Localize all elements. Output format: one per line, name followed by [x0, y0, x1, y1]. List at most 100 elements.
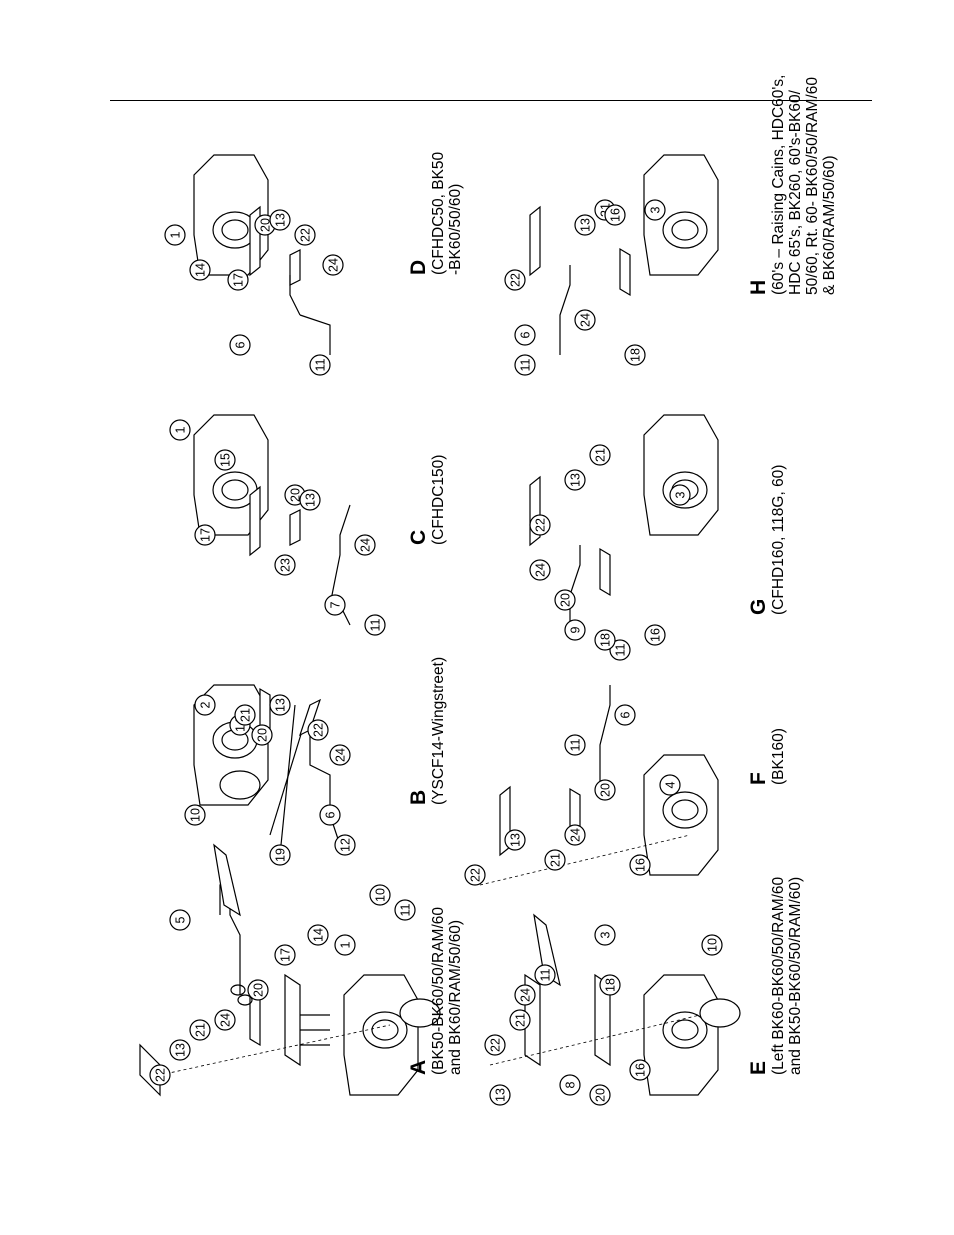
- view-a: [139, 843, 441, 1097]
- callout-number: 18: [629, 348, 643, 362]
- callout-c-13: 13: [299, 489, 321, 511]
- callout-b-10: 10: [184, 804, 206, 826]
- valve-body-a: [343, 974, 419, 1096]
- callout-e-10: 10: [701, 934, 723, 956]
- callout-number: 13: [579, 218, 593, 232]
- callout-number: 24: [359, 538, 373, 552]
- callout-a-17: 17: [274, 944, 296, 966]
- view-h: [529, 154, 719, 355]
- view-caption-b-line: (YSCF14-Wingstreet): [430, 657, 447, 805]
- callout-number: 22: [312, 723, 326, 737]
- callout-number: 13: [274, 698, 288, 712]
- callout-g-21: 21: [589, 444, 611, 466]
- callout-number: 1: [169, 231, 183, 238]
- valve-body-f: [643, 754, 719, 876]
- view-caption-d-line: -BK60/50/60): [447, 184, 464, 275]
- callout-number: 3: [599, 931, 613, 938]
- callout-f-22: 22: [464, 864, 486, 886]
- callout-g-13: 13: [564, 469, 586, 491]
- callout-number: 20: [256, 728, 270, 742]
- view-letter-f: F: [747, 772, 770, 785]
- callout-number: 20: [599, 783, 613, 797]
- callout-d-13: 13: [269, 209, 291, 231]
- callout-number: 21: [514, 1013, 528, 1027]
- view-caption-h-line: 50/60, Rt. 60- BK60/50/RAM/60: [804, 77, 821, 295]
- callout-number: 16: [609, 208, 623, 222]
- callout-number: 1: [339, 941, 353, 948]
- view-caption-a-line: and BK60/RAM/50/60): [447, 920, 464, 1075]
- callout-h-24: 24: [574, 309, 596, 331]
- callout-e-24: 24: [514, 984, 536, 1006]
- callout-g-3: 3: [669, 484, 691, 506]
- callout-c-11: 11: [364, 614, 386, 636]
- callout-a-21: 21: [189, 1019, 211, 1041]
- callout-f-13: 13: [504, 829, 526, 851]
- callout-number: 10: [374, 888, 388, 902]
- valve-body-g: [643, 414, 719, 536]
- callout-number: 4: [664, 781, 678, 788]
- callout-d-14: 14: [189, 259, 211, 281]
- callout-d-6: 6: [229, 334, 251, 356]
- callout-e-3: 3: [594, 924, 616, 946]
- callout-number: 17: [279, 948, 293, 962]
- callout-number: 20: [559, 593, 573, 607]
- callout-number: 13: [509, 833, 523, 847]
- callout-number: 12: [339, 838, 353, 852]
- callout-e-8: 8: [559, 1074, 581, 1096]
- callout-number: 21: [239, 708, 253, 722]
- callout-number: 15: [219, 453, 233, 467]
- callout-g-22: 22: [529, 514, 551, 536]
- callout-e-16: 16: [629, 1059, 651, 1081]
- callout-number: 17: [199, 528, 213, 542]
- callout-b-20: 20: [251, 724, 273, 746]
- view-letter-g: G: [747, 599, 770, 615]
- callout-number: 1: [174, 426, 188, 433]
- callout-number: 22: [509, 273, 523, 287]
- callout-b-13: 13: [269, 694, 291, 716]
- callout-c-15: 15: [214, 449, 236, 471]
- callout-number: 5: [174, 916, 188, 923]
- callout-number: 22: [299, 228, 313, 242]
- callout-e-21: 21: [509, 1009, 531, 1031]
- callout-number: 16: [634, 1063, 648, 1077]
- callout-b-6: 6: [319, 804, 341, 826]
- view-caption-f-line: (BK160): [770, 728, 787, 785]
- callout-f-20: 20: [594, 779, 616, 801]
- bracket-a: [284, 973, 301, 1067]
- callout-number: 11: [569, 738, 583, 751]
- callout-number: 9: [569, 626, 583, 633]
- callout-f-4: 4: [659, 774, 681, 796]
- valve-body-h: [643, 154, 719, 276]
- callout-number: 24: [334, 748, 348, 762]
- callout-h-22: 22: [504, 269, 526, 291]
- callout-number: 13: [174, 1043, 188, 1057]
- callout-number: 14: [312, 928, 326, 942]
- callout-a-24: 24: [214, 1009, 236, 1031]
- view-letter-b: B: [407, 790, 430, 805]
- callout-d-24: 24: [322, 254, 344, 276]
- callout-number: 22: [489, 1038, 503, 1052]
- callout-number: 17: [232, 273, 246, 287]
- view-letter-h: H: [747, 280, 770, 295]
- callout-e-20: 20: [589, 1084, 611, 1106]
- callout-a-13: 13: [169, 1039, 191, 1061]
- callout-number: 24: [569, 828, 583, 842]
- callout-number: 18: [604, 978, 618, 992]
- callout-number: 21: [549, 853, 563, 867]
- view-caption-g-line: (CFHD160, 118G, 60): [770, 465, 787, 615]
- callout-a-22: 22: [149, 1064, 171, 1086]
- callout-a-1: 1: [334, 934, 356, 956]
- callout-number: 7: [329, 601, 343, 608]
- callout-f-16: 16: [629, 854, 651, 876]
- callout-number: 24: [327, 258, 341, 272]
- callout-b-24: 24: [329, 744, 351, 766]
- view-caption-e-line: and BK50-BK60/50/RAM/60): [787, 877, 804, 1075]
- callout-number: 20: [594, 1088, 608, 1102]
- view-letter-d: D: [407, 260, 430, 275]
- callout-c-17: 17: [194, 524, 216, 546]
- callout-number: 8: [564, 1081, 578, 1088]
- callout-g-9: 9: [564, 619, 586, 641]
- handle-a: [213, 843, 241, 917]
- callout-b-19: 19: [269, 844, 291, 866]
